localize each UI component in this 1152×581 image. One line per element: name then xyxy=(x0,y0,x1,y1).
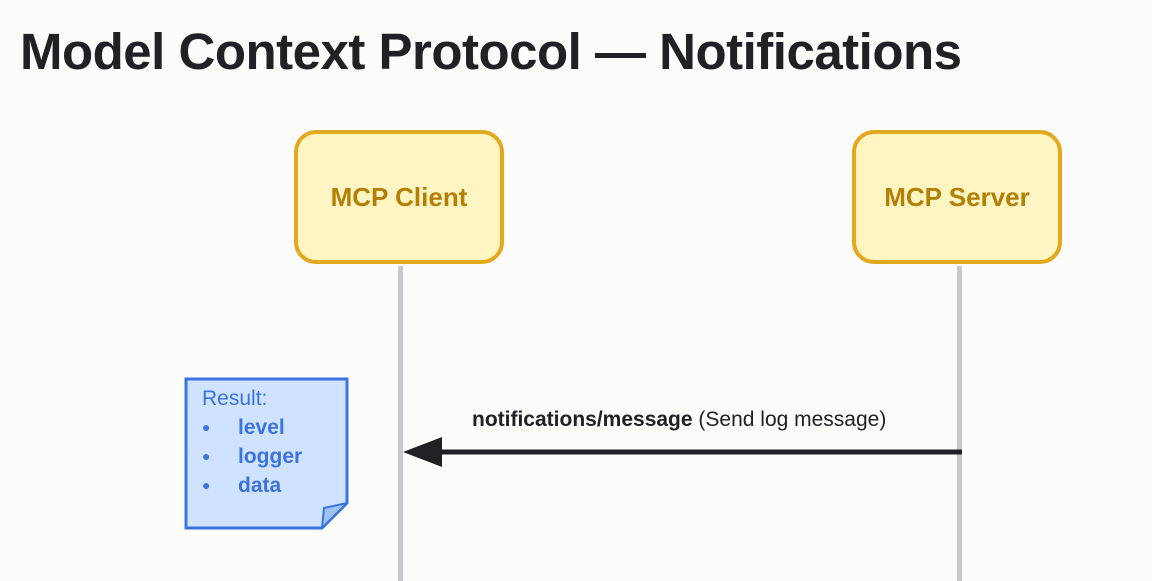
note-item: ● logger xyxy=(202,442,302,471)
note-heading: Result: xyxy=(202,387,268,410)
mcp-client-box: MCP Client xyxy=(294,130,504,264)
result-note xyxy=(184,377,349,530)
note-list: ● level ● logger ● data xyxy=(202,413,302,500)
message-arrow xyxy=(403,437,962,467)
bullet-icon: ● xyxy=(202,477,211,493)
message-description: (Send log message) xyxy=(698,408,887,431)
note-item: ● data xyxy=(202,471,302,500)
mcp-client-label: MCP Client xyxy=(330,181,468,212)
note-item: ● level xyxy=(202,413,302,442)
bullet-icon: ● xyxy=(202,419,211,435)
mcp-server-box: MCP Server xyxy=(852,130,1062,264)
slide-title: Model Context Protocol — Notifications xyxy=(20,23,962,80)
mcp-server-label: MCP Server xyxy=(884,181,1030,212)
client-lifeline xyxy=(398,266,403,581)
note-item-logger: logger xyxy=(238,445,303,468)
message-arrowhead xyxy=(403,437,442,467)
note-item-data: data xyxy=(238,474,282,497)
note-item-level: level xyxy=(238,416,285,439)
note-fold xyxy=(321,502,348,529)
bullet-icon: ● xyxy=(202,448,211,464)
message-method: notifications/message xyxy=(472,408,693,431)
note-content: Result: ● level ● logger ● data xyxy=(202,384,302,500)
message-label: notifications/message (Send log message) xyxy=(472,408,886,432)
server-lifeline xyxy=(957,266,962,581)
